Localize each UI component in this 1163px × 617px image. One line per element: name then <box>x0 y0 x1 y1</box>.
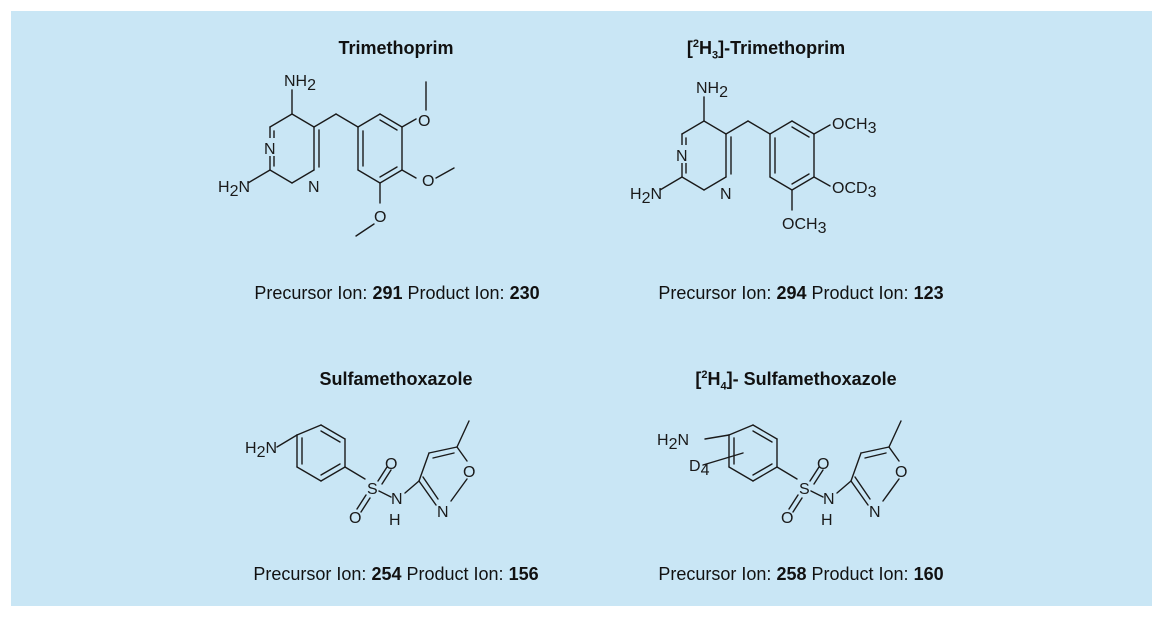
atom-o-top: O <box>418 113 430 130</box>
atom-h2n: H2N <box>630 186 662 207</box>
atom-n-ring: N <box>869 504 881 521</box>
atom-n-upper: N <box>676 148 688 165</box>
atom-ocd3: OCD3 <box>832 180 877 201</box>
ion-caption-trimethoprim-d3: Precursor Ion: 294 Product Ion: 123 <box>658 283 944 303</box>
atom-nh2: NH2 <box>284 73 316 94</box>
atom-d4: D4 <box>689 458 710 479</box>
atom-h-amide: H <box>389 512 401 529</box>
compound-title-sulfamethoxazole: Sulfamethoxazole <box>319 369 473 389</box>
atom-o-bottom: O <box>349 510 361 527</box>
atom-h-amide: H <box>821 512 833 529</box>
ion-caption-sulfamethoxazole-d4: Precursor Ion: 258 Product Ion: 160 <box>658 564 944 584</box>
atom-o-bottom: O <box>374 209 386 226</box>
atom-h2n: H2N <box>218 179 250 200</box>
structure-sulfamethoxazole-d4: H2N D4 S O O N H N O <box>657 420 907 529</box>
atom-nh2: NH2 <box>696 80 728 101</box>
atom-n-lower: N <box>308 179 320 196</box>
atom-o-top: O <box>385 456 397 473</box>
atom-och3-bottom: OCH3 <box>782 216 827 237</box>
structure-trimethoprim-d3: NH2 N N H2N OCH3 OCD3 OCH3 <box>630 80 877 237</box>
ion-caption-trimethoprim: Precursor Ion: 291 Product Ion: 230 <box>254 283 540 303</box>
atom-n-amide: N <box>391 491 403 508</box>
atom-n-amide: N <box>823 491 835 508</box>
compound-title-sulfamethoxazole-d4: [2H4]- Sulfamethoxazole <box>695 369 897 393</box>
atom-n-ring: N <box>437 504 449 521</box>
ion-caption-sulfamethoxazole: Precursor Ion: 254 Product Ion: 156 <box>253 564 539 584</box>
compound-title-trimethoprim: Trimethoprim <box>338 38 454 58</box>
atom-o-mid: O <box>422 173 434 190</box>
figure-panel: Trimethoprim NH2 N <box>11 11 1152 606</box>
atom-n-lower: N <box>720 186 732 203</box>
atom-o-ring: O <box>463 464 475 481</box>
structure-sulfamethoxazole: H2N S O O N H N O <box>245 420 475 529</box>
atom-n-upper: N <box>264 141 276 158</box>
atom-h2n: H2N <box>245 440 277 461</box>
atom-h2n: H2N <box>657 432 689 453</box>
atom-o-ring: O <box>895 464 907 481</box>
atom-s: S <box>367 481 378 498</box>
structure-trimethoprim: NH2 N N H2N O O O <box>218 73 455 237</box>
compound-title-trimethoprim-d3: [2H3]-Trimethoprim <box>686 38 846 62</box>
atom-o-bottom: O <box>781 510 793 527</box>
atom-och3-top: OCH3 <box>832 116 877 137</box>
atom-s: S <box>799 481 810 498</box>
atom-o-top: O <box>817 456 829 473</box>
